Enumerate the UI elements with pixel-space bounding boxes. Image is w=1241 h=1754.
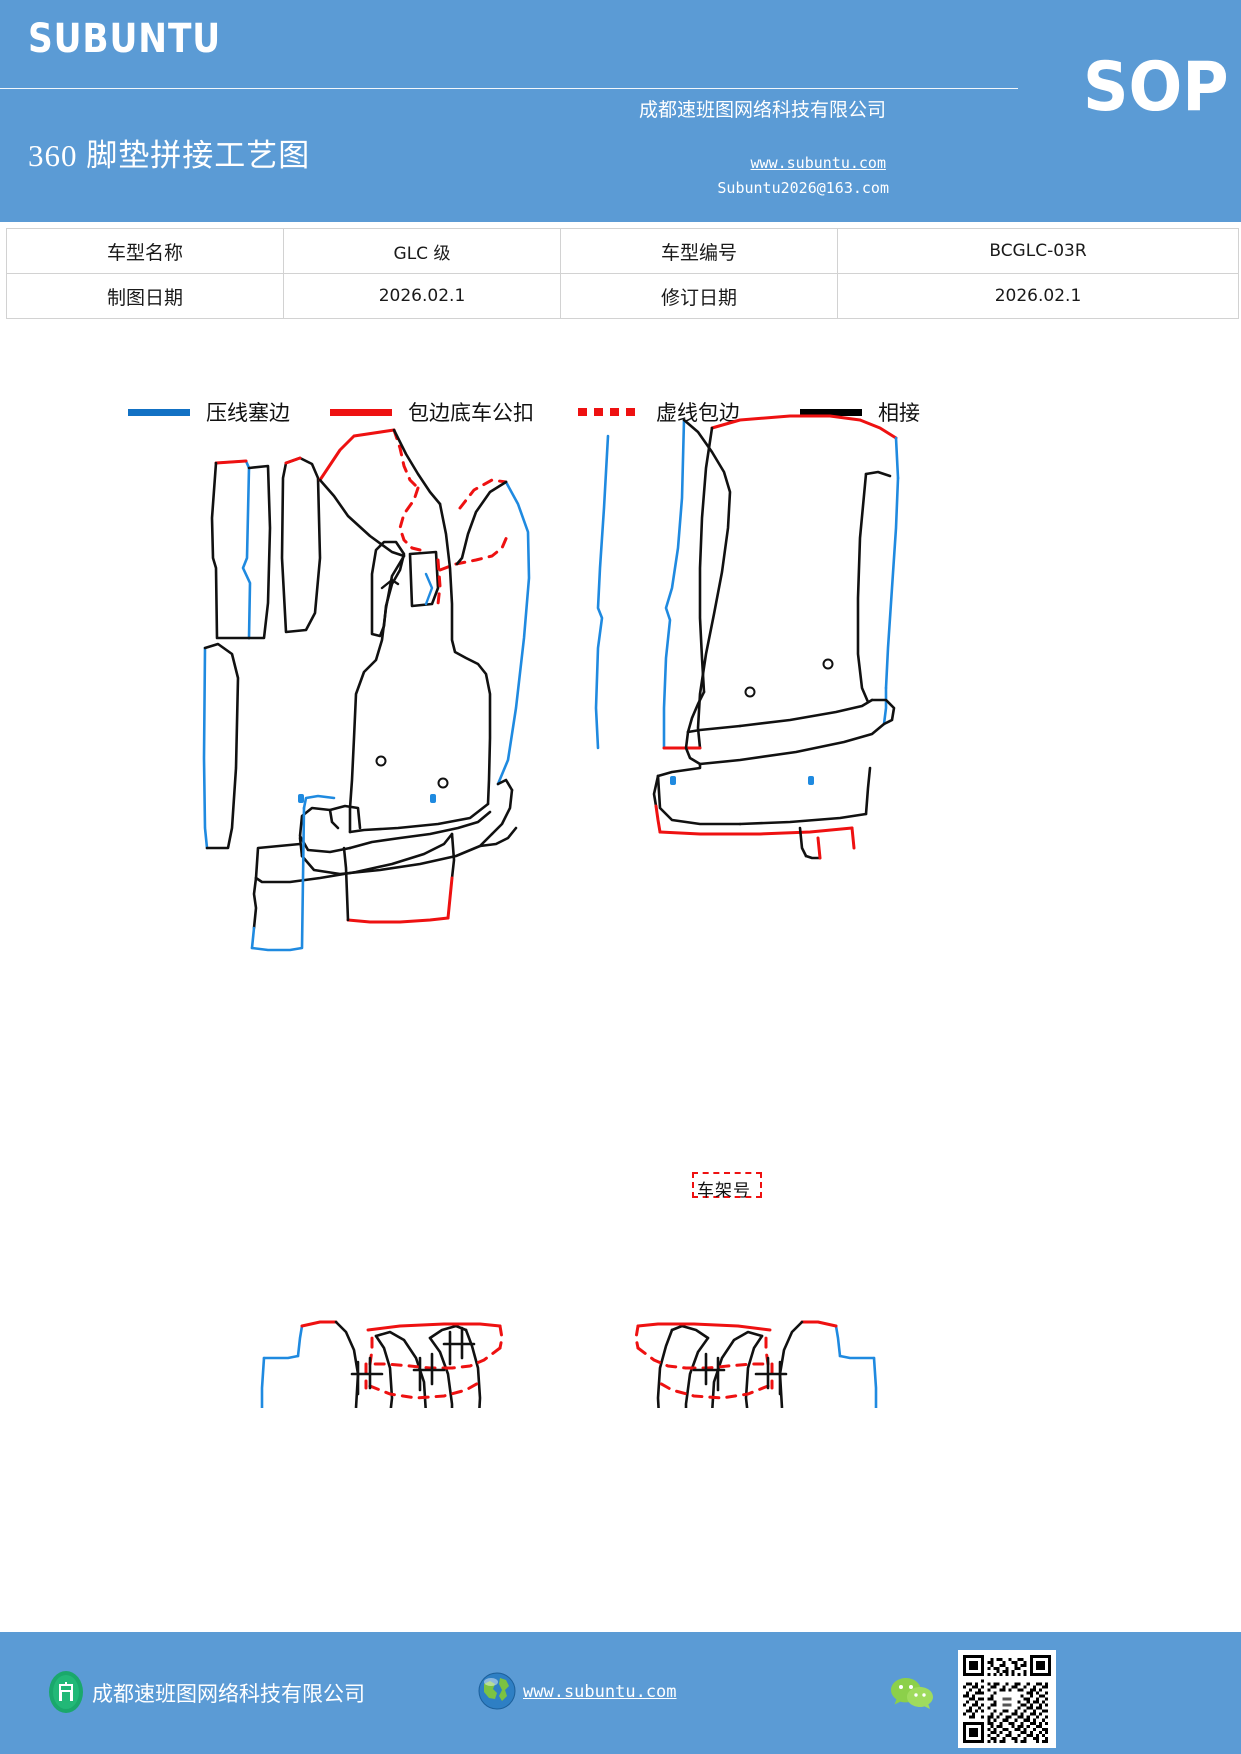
page-footer: 成都速班图网络科技有限公司 www.subuntu.com <box>0 1632 1241 1754</box>
cell-draw-date-value: 2026.02.1 <box>283 273 561 319</box>
page-title: 360 脚垫拼接工艺图 <box>28 138 311 173</box>
footer-company-name: 成都速班图网络科技有限公司 <box>92 1682 365 1706</box>
legend-item-dashed-bind: 虚线包边 <box>578 392 740 432</box>
cell-model-code-label: 车型编号 <box>560 228 838 274</box>
cell-draw-date-label: 制图日期 <box>6 273 284 319</box>
vehicle-info-table: 车型名称 GLC 级 车型编号 BCGLC-03R 制图日期 2026.02.1… <box>6 228 1239 319</box>
floor-mat-technical-drawing: 车架号 <box>0 408 1241 1408</box>
table-row: 制图日期 2026.02.1 修订日期 2026.02.1 <box>6 273 1239 319</box>
legend-label: 虚线包边 <box>656 401 740 425</box>
panel-rear-mat-assembly-right <box>634 1320 878 1408</box>
vin-callout-label: 车架号 <box>697 1181 751 1200</box>
building-icon <box>48 1670 84 1714</box>
cell-revise-date-value: 2026.02.1 <box>837 273 1239 319</box>
cell-model-code-value: BCGLC-03R <box>837 228 1239 274</box>
panel-front-right-mat-assembly <box>594 414 900 860</box>
wechat-icon <box>890 1676 934 1710</box>
header-company-name: 成都速班图网络科技有限公司 <box>638 100 886 121</box>
legend-item-joint: 相接 <box>800 392 920 432</box>
legend-item-bind-edge: 包边底车公扣 <box>330 392 534 432</box>
alignment-cross-marker <box>350 1356 384 1396</box>
vin-callout-box <box>692 1172 762 1198</box>
header-divider <box>0 88 1018 89</box>
line-swatch-blue-icon <box>128 408 190 416</box>
header-website-link[interactable]: www.subuntu.com <box>750 154 886 172</box>
legend-label: 压线塞边 <box>206 401 290 425</box>
alignment-cross-marker <box>412 1352 446 1392</box>
sop-badge: SOP <box>1083 48 1229 127</box>
drawing-canvas <box>202 414 900 1408</box>
line-swatch-red-dashed-icon <box>578 408 640 416</box>
panel-front-left-mat-assembly <box>202 428 531 952</box>
cell-model-name-label: 车型名称 <box>6 228 284 274</box>
brand-logo: SUBUNTU <box>28 16 222 62</box>
line-swatch-black-icon <box>800 408 862 416</box>
legend-label: 相接 <box>878 401 920 425</box>
legend: 压线塞边 包边底车公扣 虚线包边 相接 <box>0 392 1241 432</box>
cell-revise-date-label: 修订日期 <box>560 273 838 319</box>
line-swatch-red-icon <box>330 408 392 416</box>
cell-model-name-value: GLC 级 <box>283 228 561 274</box>
footer-website-link[interactable]: www.subuntu.com <box>523 1682 677 1702</box>
legend-item-press-edge: 压线塞边 <box>128 392 290 432</box>
globe-icon <box>478 1672 516 1710</box>
table-row: 车型名称 GLC 级 车型编号 BCGLC-03R <box>6 228 1239 274</box>
panel-rear-mat-assembly-left <box>260 1320 504 1408</box>
header-email: Subuntu2026@163.com <box>717 179 889 197</box>
alignment-cross-marker <box>442 1326 476 1366</box>
qr-code-icon <box>958 1650 1056 1748</box>
page-header: SUBUNTU 360 脚垫拼接工艺图 SOP 成都速班图网络科技有限公司 ww… <box>0 0 1241 222</box>
legend-label: 包边底车公扣 <box>408 401 534 425</box>
